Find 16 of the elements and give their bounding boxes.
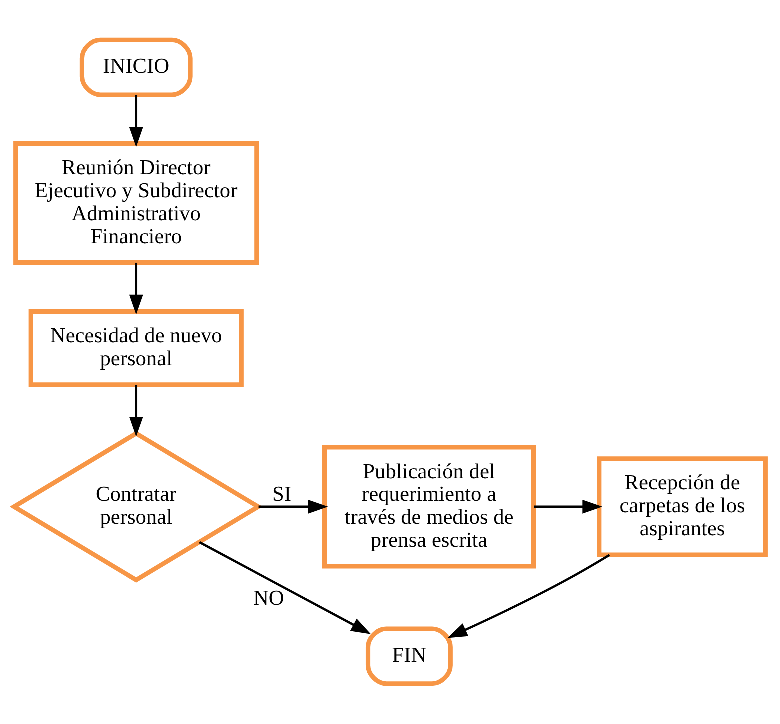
arrow: [129, 385, 144, 437]
arrow: [129, 95, 144, 148]
node-diamond: Contratar personal: [10, 431, 263, 583]
node-box: Publicación del requerimiento a través de medios de prensa escrita: [322, 445, 536, 569]
node-box: Necesidad de nuevo personal: [28, 309, 244, 388]
node-box: FIN: [366, 626, 453, 686]
arrow: [129, 262, 144, 315]
edge-label: SI: [272, 482, 292, 506]
edge-label: NO: [253, 586, 284, 610]
arrow: [199, 541, 372, 634]
arrow: [448, 554, 610, 638]
arrow: [258, 500, 328, 514]
node-box: Reunión Director Ejecutivo y Subdirector Administrativo Financiero: [14, 142, 260, 266]
node-box: INICIO: [80, 38, 193, 98]
arrow: [534, 500, 603, 514]
node-box: Recepción de carpetas de los aspirantes: [597, 456, 768, 558]
